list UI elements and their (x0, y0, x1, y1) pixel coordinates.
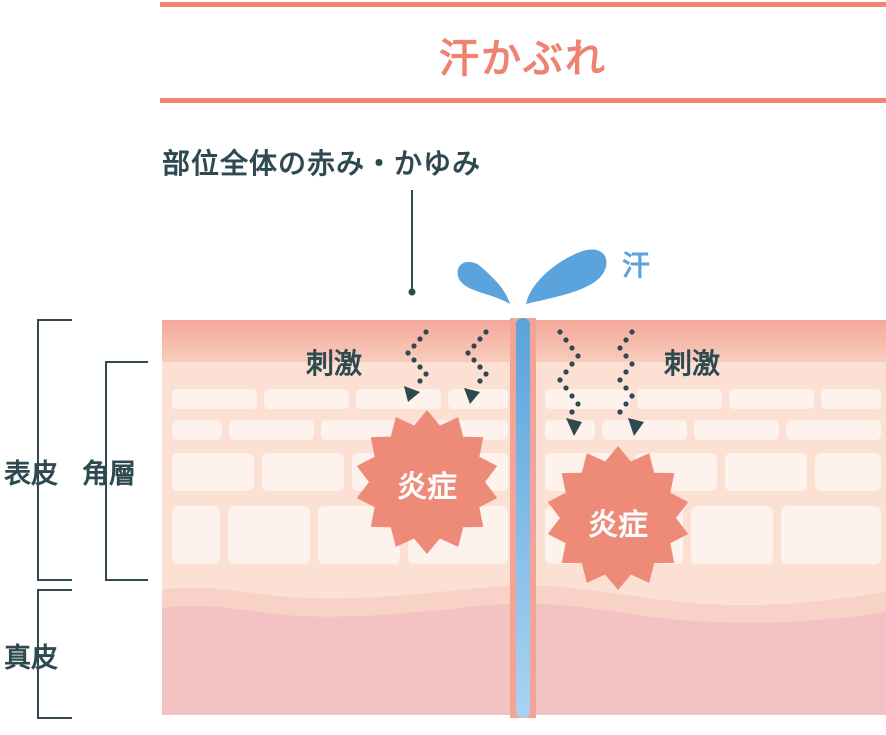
sweat-duct (516, 318, 530, 718)
stimulus-arrow (557, 329, 582, 436)
layer-brackets (37, 319, 148, 719)
epidermis-bracket (37, 319, 72, 581)
stratum-corneum-bracket (105, 361, 148, 581)
stratum-corneum-label: 角層 (82, 459, 136, 490)
dermis-label: 真皮 (4, 643, 58, 674)
epidermis-label: 表皮 (4, 459, 58, 490)
sweat-drop-right (526, 249, 607, 304)
title-bottom-rule (160, 98, 886, 103)
stimulus-arrow (617, 329, 644, 436)
callout-leader-dot (408, 288, 416, 296)
stimulus-label-left: 刺激 (306, 347, 363, 380)
diagram-title: 汗かぶれ (439, 36, 607, 82)
basal-wave (162, 585, 886, 623)
inflammation-label-right: 炎症 (588, 508, 648, 543)
inflammation-label-left: 炎症 (397, 470, 457, 505)
stimulus-arrows (404, 329, 644, 436)
inflammation-burst (547, 446, 689, 590)
inflammation-burst (356, 410, 498, 554)
sweat-label: 汗 (622, 249, 651, 282)
dermis-bracket (37, 589, 72, 719)
title-top-rule (160, 2, 886, 7)
stimulus-arrow (404, 329, 429, 402)
stimulus-label-right: 刺激 (664, 347, 721, 380)
sweat-drop-left (457, 261, 510, 304)
redness-itch-callout: 部位全体の赤み・かゆみ (162, 147, 482, 180)
stimulus-arrow (464, 329, 489, 404)
